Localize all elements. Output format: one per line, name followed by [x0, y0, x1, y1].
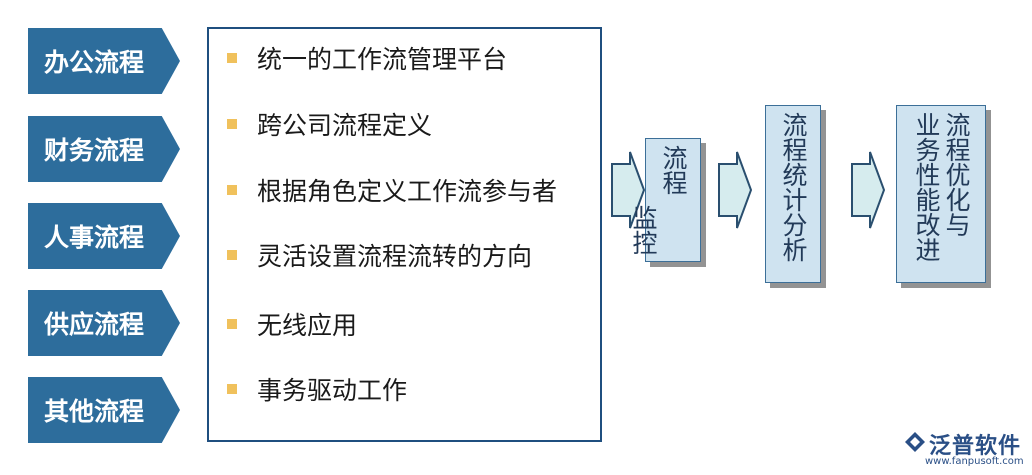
- category-label: 办公流程: [44, 48, 145, 77]
- step-text: 统计: [779, 162, 808, 212]
- step-text-col: 流程: [659, 145, 688, 195]
- feature-item: 无线应用: [227, 306, 357, 342]
- feature-label: 跨公司流程定义: [257, 111, 433, 140]
- step-text: 性能: [912, 162, 941, 212]
- features-panel: 统一的工作流管理平台 跨公司流程定义 根据角色定义工作流参与者 灵活设置流程流转…: [207, 27, 602, 442]
- brand-logo: 泛普软件 www.fanpusoft.com: [903, 426, 1028, 470]
- category-label: 供应流程: [44, 310, 145, 339]
- flow-arrow-icon: [851, 151, 886, 229]
- feature-item: 灵活设置流程流转的方向: [227, 237, 532, 273]
- step-text: 流程: [942, 112, 971, 162]
- category-tag-office: 办公流程: [28, 28, 180, 94]
- feature-item: 统一的工作流管理平台: [227, 40, 507, 76]
- bullet-square-icon: [227, 53, 237, 63]
- bullet-square-icon: [227, 319, 237, 329]
- step-text: 流程: [779, 112, 808, 162]
- step-text-col: 业务性能改进: [911, 112, 941, 262]
- feature-label: 灵活设置流程流转的方向: [257, 242, 533, 271]
- flow-arrow-icon: [611, 151, 646, 229]
- bullet-square-icon: [227, 119, 237, 129]
- step-box-optimize: 流程优化与 业务性能改进: [896, 105, 986, 283]
- step-text: 改进: [912, 212, 941, 262]
- step-text: 业务: [912, 112, 941, 162]
- feature-label: 根据角色定义工作流参与者: [257, 177, 558, 206]
- feature-label: 统一的工作流管理平台: [257, 45, 508, 74]
- logo-text: 泛普软件: [929, 434, 1022, 459]
- bullet-square-icon: [227, 185, 237, 195]
- bullet-square-icon: [227, 250, 237, 260]
- category-label: 其他流程: [44, 397, 145, 426]
- step-box-monitor: 流程 监控: [629, 138, 701, 262]
- category-label: 财务流程: [44, 136, 145, 165]
- step-text: 分析: [779, 212, 808, 262]
- feature-item: 事务驱动工作: [227, 371, 407, 407]
- category-tag-hr: 人事流程: [28, 203, 180, 269]
- feature-item: 跨公司流程定义: [227, 106, 432, 142]
- logo-url: www.fanpusoft.com: [925, 456, 1024, 467]
- logo-mark-icon: [905, 432, 925, 452]
- category-label: 人事流程: [44, 223, 145, 252]
- feature-item: 根据角色定义工作流参与者: [227, 172, 557, 208]
- step-box-statistics: 流程统计分析: [765, 105, 821, 283]
- step-text: 优化与: [942, 162, 971, 237]
- category-tag-supply: 供应流程: [28, 290, 180, 356]
- flow-arrow-icon: [718, 151, 753, 229]
- bullet-square-icon: [227, 384, 237, 394]
- step-text-col: 监控: [629, 205, 658, 255]
- category-tag-other: 其他流程: [28, 377, 180, 443]
- step-text-col: 流程优化与: [941, 112, 971, 237]
- feature-label: 事务驱动工作: [257, 376, 408, 405]
- category-tag-finance: 财务流程: [28, 116, 180, 182]
- step-text-col: 流程统计分析: [778, 112, 808, 262]
- feature-label: 无线应用: [257, 311, 358, 340]
